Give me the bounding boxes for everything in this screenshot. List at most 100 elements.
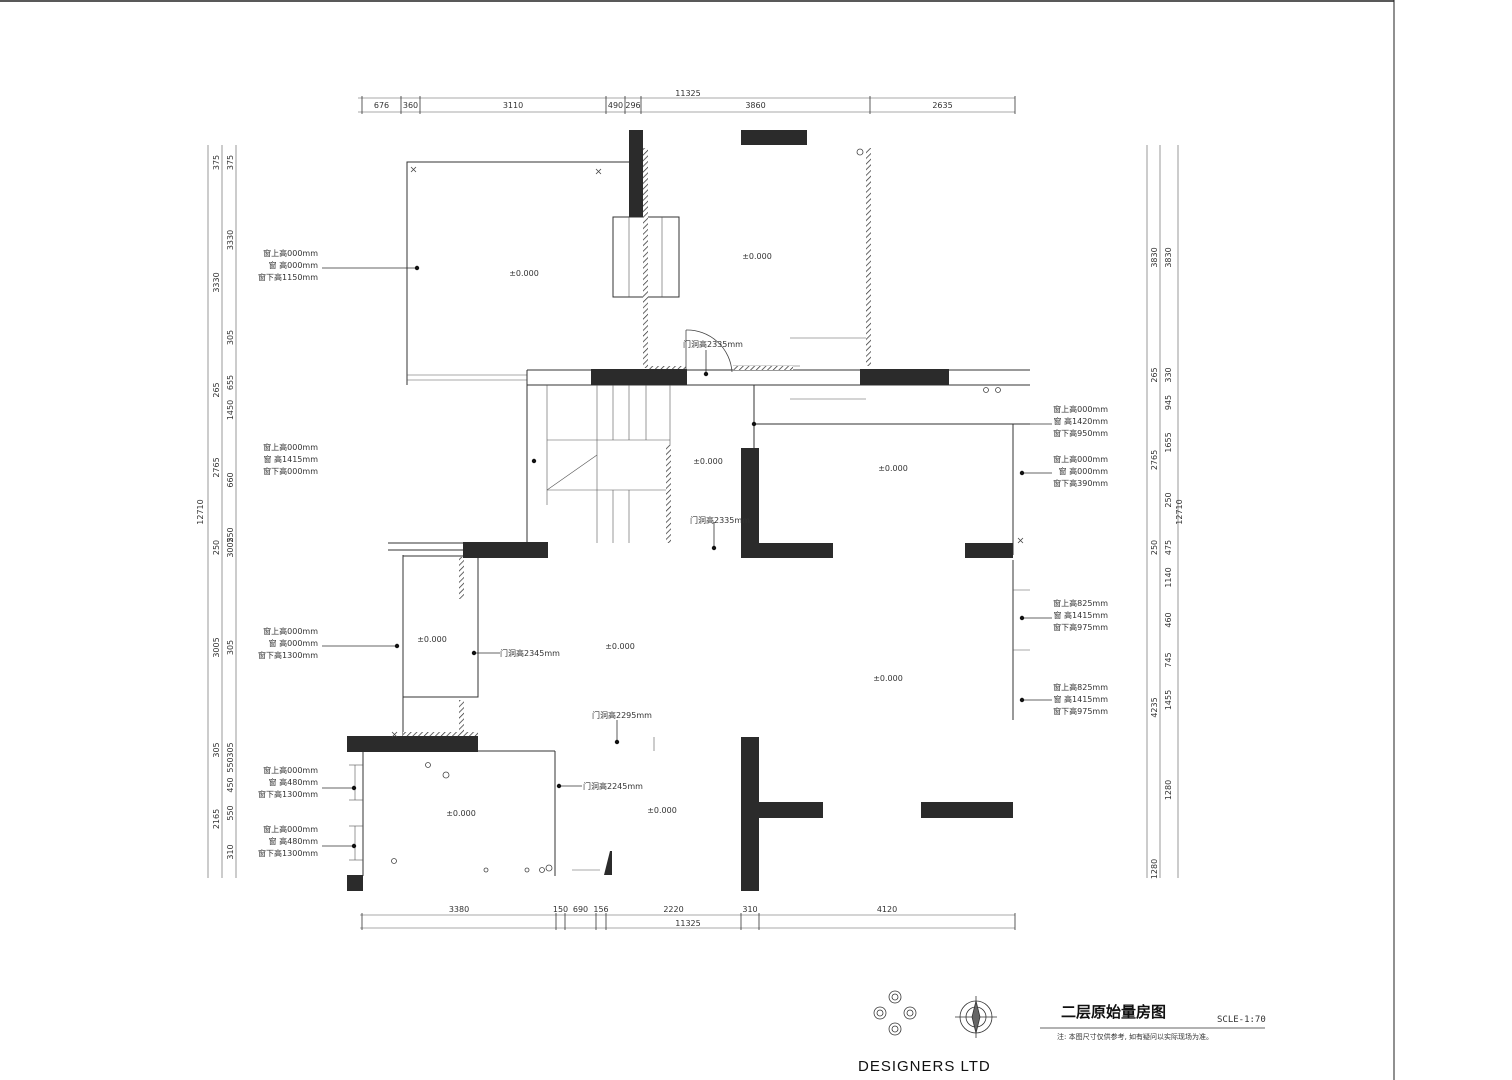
level-label: ±0.000 bbox=[742, 252, 772, 261]
right-dimension-label: 2765 bbox=[1150, 450, 1159, 470]
top-dimension-label: 490 bbox=[608, 101, 623, 110]
left-dimension-label: 3330 bbox=[226, 230, 235, 250]
window-height-note: 窗下高000mm bbox=[263, 466, 318, 476]
window-notes: 窗上高000mm 窗 高000mm 窗下高1150mm 窗上高000mm 窗 高1415… bbox=[258, 248, 1108, 858]
right-dimension-label: 745 bbox=[1164, 652, 1173, 667]
left-dimension-label: 375 bbox=[226, 155, 235, 170]
window-height-note: 窗下高1300mm bbox=[258, 848, 318, 858]
left-dimension-label: 550 bbox=[226, 757, 235, 772]
right-dimension-label: 3830 bbox=[1150, 247, 1159, 267]
leader-lines bbox=[322, 267, 1052, 847]
left-dimension-label: 305 bbox=[226, 330, 235, 345]
drawing-footnote: 注: 本图尺寸仅供参考, 如有疑问以实际现场为准。 bbox=[1057, 1033, 1214, 1041]
bottom-dimension-label: 2220 bbox=[663, 905, 683, 914]
right-dimension-label: 945 bbox=[1164, 395, 1173, 410]
right-dimension-label: 1140 bbox=[1164, 567, 1173, 587]
left-dimension-label: 3005 bbox=[226, 537, 235, 557]
window-height-note: 窗 高480mm bbox=[269, 777, 319, 787]
level-label: ±0.000 bbox=[873, 674, 903, 683]
level-label: ±0.000 bbox=[605, 642, 635, 651]
right-dimension-chain: 3830265276525042351280383033094516552504… bbox=[1146, 145, 1184, 879]
right-dimension-label: 4235 bbox=[1150, 697, 1159, 717]
level-label: ±0.000 bbox=[417, 635, 447, 644]
bottom-dimension-label: 4120 bbox=[877, 905, 897, 914]
right-dimension-label: 330 bbox=[1164, 367, 1173, 382]
structural-walls bbox=[347, 130, 1013, 891]
left-dimension-label: 2165 bbox=[212, 809, 221, 829]
designer-logo-icon bbox=[873, 990, 917, 1036]
top-dimension-label: 676 bbox=[374, 101, 389, 110]
bottom-dimension-label: 3380 bbox=[449, 905, 469, 914]
hatched-walls bbox=[403, 148, 871, 737]
top-dimension-label: 2635 bbox=[932, 101, 952, 110]
door-height-note: 门洞高2335mm bbox=[690, 515, 750, 525]
left-dimension-label: 550 bbox=[226, 805, 235, 820]
drawing-title: 二层原始量房图 bbox=[1061, 1003, 1167, 1021]
bottom-dimension-label: 150 bbox=[553, 905, 568, 914]
level-label: ±0.000 bbox=[647, 806, 677, 815]
bottom-dimension-chain: 11325 3380 150 690 156 2220 310 4120 bbox=[360, 905, 1016, 930]
right-dimension-label: 475 bbox=[1164, 540, 1173, 555]
top-dimension-label: 296 bbox=[625, 101, 640, 110]
elevation-labels: ±0.000 ±0.000 ±0.000 ±0.000 ±0.000 ±0.00… bbox=[417, 252, 908, 818]
left-dimension-label: 310 bbox=[226, 844, 235, 859]
right-dimension-label: 250 bbox=[1164, 492, 1173, 507]
left-dimension-label: 450 bbox=[226, 777, 235, 792]
window-height-note: 窗 高480mm bbox=[269, 836, 319, 846]
leader-dots bbox=[351, 265, 1025, 849]
top-dimension-label: 360 bbox=[403, 101, 418, 110]
level-label: ±0.000 bbox=[509, 269, 539, 278]
window-height-note: 窗上高000mm bbox=[1053, 454, 1108, 464]
window-height-note: 窗 高000mm bbox=[1059, 466, 1109, 476]
left-dimension-label: 265 bbox=[212, 382, 221, 397]
bottom-total-dimension: 11325 bbox=[675, 919, 700, 928]
left-dimension-label: 655 bbox=[226, 375, 235, 390]
window-height-note: 窗上高000mm bbox=[263, 765, 318, 775]
left-dimension-label: 3330 bbox=[212, 272, 221, 292]
level-label: ±0.000 bbox=[878, 464, 908, 473]
window-height-note: 窗上高825mm bbox=[1053, 598, 1108, 608]
right-total-dimension: 12710 bbox=[1175, 499, 1184, 524]
window-height-note: 窗 高1415mm bbox=[1054, 694, 1109, 704]
window-height-note: 窗 高000mm bbox=[269, 638, 319, 648]
level-label: ±0.000 bbox=[693, 457, 723, 466]
window-height-note: 窗上高000mm bbox=[263, 626, 318, 636]
right-dimension-label: 460 bbox=[1164, 612, 1173, 627]
right-dimension-label: 1280 bbox=[1150, 859, 1159, 879]
top-dimension-label: 3860 bbox=[745, 101, 765, 110]
bottom-dimension-label: 690 bbox=[573, 905, 588, 914]
top-dimension-label: 3110 bbox=[503, 101, 523, 110]
right-dimension-label: 265 bbox=[1150, 367, 1159, 382]
window-height-note: 窗上高825mm bbox=[1053, 682, 1108, 692]
left-dimension-label: 2765 bbox=[212, 457, 221, 477]
window-height-note: 窗下高1150mm bbox=[258, 272, 318, 282]
window-height-note: 窗下高1300mm bbox=[258, 789, 318, 799]
window-height-note: 窗 高1420mm bbox=[1054, 416, 1109, 426]
door-height-note: 门洞高2245mm bbox=[583, 781, 643, 791]
window-height-note: 窗上高000mm bbox=[1053, 404, 1108, 414]
top-total-dimension: 11325 bbox=[675, 89, 700, 98]
window-height-note: 窗下高975mm bbox=[1053, 622, 1108, 632]
right-dimension-label: 1280 bbox=[1164, 780, 1173, 800]
right-dimension-label: 250 bbox=[1150, 540, 1159, 555]
left-dimension-label: 250 bbox=[226, 527, 235, 542]
window-height-note: 窗 高000mm bbox=[269, 260, 319, 270]
bottom-dimension-label: 156 bbox=[593, 905, 608, 914]
left-total-dimension: 12710 bbox=[196, 499, 205, 524]
north-compass-icon bbox=[955, 996, 997, 1038]
bottom-dimension-label: 310 bbox=[742, 905, 757, 914]
window-height-note: 窗上高000mm bbox=[263, 248, 318, 258]
window-height-note: 窗下高975mm bbox=[1053, 706, 1108, 716]
window-height-note: 窗下高1300mm bbox=[258, 650, 318, 660]
door-height-note: 门洞高2345mm bbox=[500, 648, 560, 658]
left-dimension-label: 305 bbox=[226, 640, 235, 655]
fixture-marks bbox=[391, 148, 1024, 873]
drawing-scale: SCLE-1:70 bbox=[1217, 1015, 1266, 1025]
right-dimension-label: 1655 bbox=[1164, 432, 1173, 452]
plan-outlines bbox=[349, 148, 1030, 876]
right-dimension-label: 1455 bbox=[1164, 690, 1173, 710]
level-label: ±0.000 bbox=[446, 809, 476, 818]
left-dimension-label: 1450 bbox=[226, 400, 235, 420]
